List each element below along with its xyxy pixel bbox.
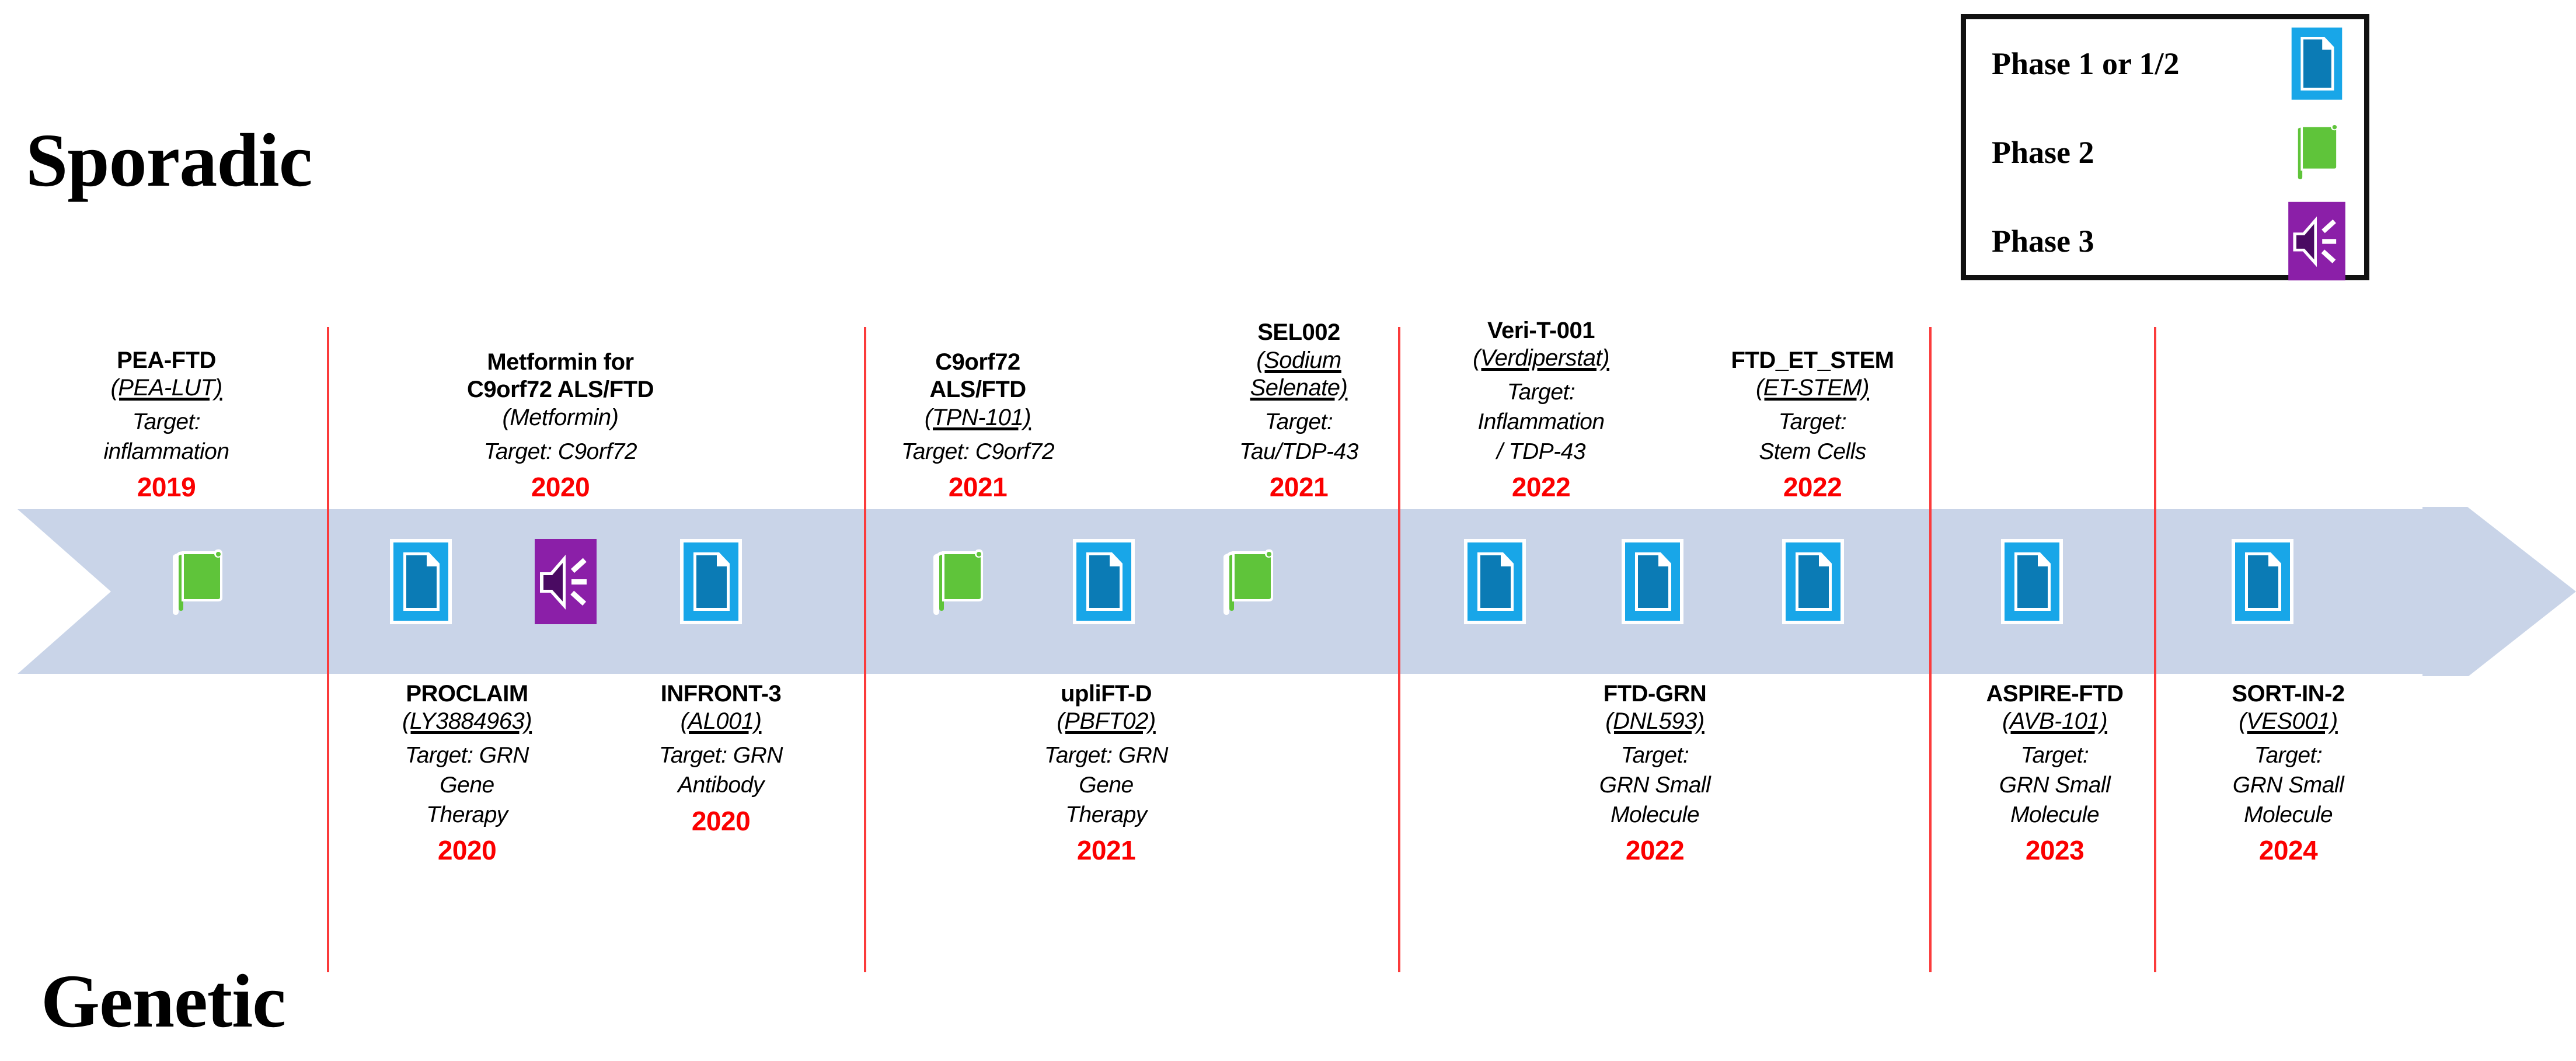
legend-label-phase3: Phase 3 [1992,224,2094,259]
trial-block: PEA-FTD(PEA-LUT) Target:inflammation 2019 [70,222,263,502]
trial-year: 2020 [691,805,751,836]
trial-drug-name: (Metformin) [502,404,619,430]
trial-year: 2022 [1511,472,1571,503]
trial-name: SORT-IN-2 [2232,681,2345,707]
trial-year: 2023 [2025,835,2084,866]
document-icon [1999,537,2065,626]
trial-target: Target: C9orf72 [901,439,1055,464]
trial-block: Veri-T-001(Verdiperstat) Target:Inflammat… [1424,222,1658,502]
divider-line-5 [2154,327,2156,972]
document-icon [1462,537,1528,626]
trial-target: Target: C9orf72 [483,439,637,464]
legend-label-phase2: Phase 2 [1992,135,2094,170]
divider-line-1 [327,327,329,972]
trial-year: 2024 [2258,835,2318,866]
trial-drug-name: (PBFT02) [1057,708,1156,735]
arrow-shape [18,507,2576,676]
trial-year: 2021 [1269,472,1329,503]
divider-line-3 [1398,327,1400,972]
trial-drug-name: (LY3884963) [402,708,532,735]
trial-drug-name: (TPN-101) [924,404,1031,430]
trial-drug-name: (PEA-LUT) [110,374,222,401]
document-icon [1780,537,1846,626]
phase-legend: Phase 1 or 1/2 Phase 2 Phase 3 [1961,14,2369,281]
trial-year: 2019 [137,472,196,503]
divider-line-4 [1929,327,1932,972]
flag-icon [166,537,232,626]
timeline-arrow [0,507,2576,676]
legend-label-phase1: Phase 1 or 1/2 [1992,46,2180,81]
trial-name: ASPIRE-FTD [1986,681,2124,707]
trial-name: upliFT-D [1061,681,1152,707]
document-icon [1071,537,1137,626]
trial-drug-name: (Verdiperstat) [1473,345,1609,371]
trial-year: 2020 [531,472,590,503]
speaker-icon [2282,200,2351,282]
legend-row-phase3: Phase 3 [1966,197,2364,286]
trial-name: INFRONT-3 [660,681,782,707]
divider-line-2 [864,327,866,972]
speaker-icon [533,537,598,626]
trial-drug-name: (AVB-101) [2002,708,2108,735]
document-icon [678,537,744,626]
trial-name: Veri-T-001 [1487,317,1595,343]
trial-year: 2021 [1076,835,1136,866]
trial-name: PROCLAIM [406,681,528,707]
trial-target: Target:inflammation [103,409,229,464]
trial-year: 2022 [1625,835,1685,866]
document-icon [388,537,454,626]
trial-drug-name: (AL001) [680,708,762,735]
trial-drug-name: (DNL593) [1605,708,1704,735]
trial-target: Target:Inflammation/ TDP-43 [1477,380,1605,464]
section-heading-sporadic: Sporadic [26,119,312,203]
flag-icon [2282,112,2351,193]
trial-name: FTD_ET_STEM [1731,347,1894,373]
legend-row-phase2: Phase 2 [1966,108,2364,197]
trial-target: Target:Tau/TDP-43 [1239,409,1358,464]
trial-name: PEA-FTD [117,347,216,373]
trial-name: SEL002 [1257,319,1340,346]
flag-icon [927,537,992,626]
legend-row-phase1: Phase 1 or 1/2 [1966,19,2364,108]
trial-year: 2022 [1783,472,1842,503]
trial-block: FTD_ET_STEM(ET-STEM) Target:Stem Cells 202… [1687,222,1938,502]
trial-drug-name: (VES001) [2239,708,2338,735]
trial-year: 2020 [437,835,497,866]
flag-icon [1217,537,1282,626]
document-icon [2230,537,2295,626]
document-icon [1620,537,1685,626]
document-icon [2282,23,2351,105]
section-heading-genetic: Genetic [41,959,286,1043]
trial-year: 2021 [948,472,1008,503]
trial-target: Target:Stem Cells [1759,409,1866,464]
trial-drug-name: (ET-STEM) [1755,374,1870,401]
trial-name: FTD-GRN [1603,681,1707,707]
